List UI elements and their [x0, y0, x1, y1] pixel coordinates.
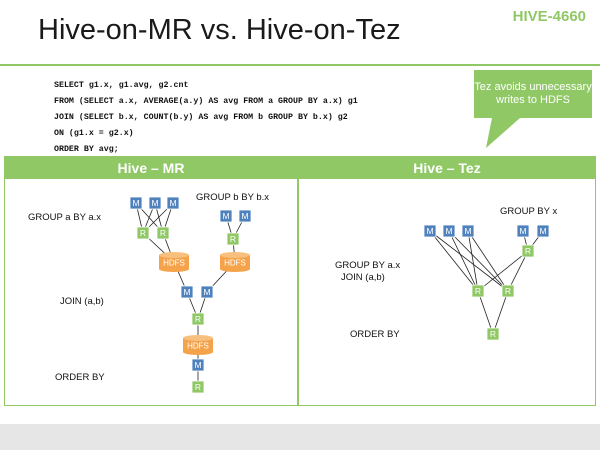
reduce-task: R — [471, 284, 485, 298]
map-task: M — [423, 224, 437, 238]
svg-text:R: R — [140, 228, 146, 238]
map-task: M — [516, 224, 530, 238]
svg-text:M: M — [519, 226, 526, 236]
sql-line: ORDER BY avg; — [54, 145, 119, 154]
map-task: M — [148, 196, 162, 210]
svg-text:M: M — [194, 360, 201, 370]
dag-edge — [492, 290, 509, 335]
svg-text:HDFS: HDFS — [224, 259, 246, 268]
hdfs-store: HDFS — [220, 252, 250, 272]
tez-label-group-a: GROUP BY a.x — [335, 260, 400, 271]
svg-text:M: M — [539, 226, 546, 236]
sql-line: ON (g1.x = g2.x) — [54, 129, 134, 138]
svg-text:M: M — [464, 226, 471, 236]
dag-edge — [507, 250, 529, 292]
dag-edge — [467, 230, 509, 292]
svg-text:R: R — [505, 286, 511, 296]
svg-text:M: M — [132, 198, 139, 208]
mr-label-group-a: GROUP a BY a.x — [28, 212, 101, 223]
dag-edge — [477, 290, 494, 335]
dag-edge — [467, 230, 479, 292]
hive-mr-heading: Hive – MR — [5, 157, 297, 179]
callout-pointer — [486, 118, 520, 148]
svg-text:M: M — [241, 211, 248, 221]
jira-tag: HIVE-4660 — [512, 8, 586, 25]
tez-label-join: JOIN (a,b) — [341, 272, 385, 283]
svg-text:R: R — [490, 329, 496, 339]
reduce-task: R — [501, 284, 515, 298]
tez-label-group-b: GROUP BY x — [500, 206, 557, 217]
hive-tez-panel: Hive – Tez — [298, 156, 596, 406]
map-task: M — [200, 285, 214, 299]
hdfs-store: HDFS — [183, 335, 213, 355]
svg-text:M: M — [426, 226, 433, 236]
hive-tez-heading: Hive – Tez — [299, 157, 595, 179]
svg-text:M: M — [445, 226, 452, 236]
dag-edge — [448, 230, 479, 292]
dag-edge — [448, 230, 509, 292]
svg-text:R: R — [475, 286, 481, 296]
svg-text:M: M — [222, 211, 229, 221]
mr-label-order: ORDER BY — [55, 372, 105, 383]
svg-text:R: R — [160, 228, 166, 238]
svg-text:M: M — [203, 287, 210, 297]
map-task: M — [238, 209, 252, 223]
map-task: M — [536, 224, 550, 238]
dag-edge — [429, 230, 509, 292]
sql-line: FROM (SELECT a.x, AVERAGE(a.y) AS avg FR… — [54, 97, 358, 106]
map-task: M — [191, 358, 205, 372]
svg-text:R: R — [230, 234, 236, 244]
svg-text:M: M — [169, 198, 176, 208]
footer-bar — [0, 424, 600, 450]
svg-text:M: M — [151, 198, 158, 208]
map-task: M — [461, 224, 475, 238]
mr-label-group-b: GROUP b BY b.x — [196, 192, 269, 203]
dag-edge — [429, 230, 479, 292]
reduce-task: R — [486, 327, 500, 341]
reduce-task: R — [191, 312, 205, 326]
map-task: M — [166, 196, 180, 210]
svg-text:R: R — [195, 382, 201, 392]
reduce-task: R — [136, 226, 150, 240]
sql-query: SELECT g1.x, g1.avg, g2.cnt FROM (SELECT… — [54, 78, 358, 158]
svg-text:M: M — [183, 287, 190, 297]
map-task: M — [129, 196, 143, 210]
map-task: M — [442, 224, 456, 238]
title-rule — [0, 64, 600, 66]
svg-text:HDFS: HDFS — [163, 259, 185, 268]
tez-callout: Tez avoids unnecessary writes to HDFS — [474, 70, 592, 118]
dag-edge — [477, 250, 529, 292]
hdfs-store: HDFS — [159, 252, 189, 272]
tez-label-order: ORDER BY — [350, 329, 400, 340]
reduce-task: R — [156, 226, 170, 240]
map-task: M — [219, 209, 233, 223]
reduce-task: R — [226, 232, 240, 246]
reduce-task: R — [521, 244, 535, 258]
mr-label-join: JOIN (a,b) — [60, 296, 104, 307]
svg-text:R: R — [525, 246, 531, 256]
map-task: M — [180, 285, 194, 299]
sql-line: SELECT g1.x, g1.avg, g2.cnt — [54, 81, 189, 90]
svg-text:R: R — [195, 314, 201, 324]
reduce-task: R — [191, 380, 205, 394]
sql-line: JOIN (SELECT b.x, COUNT(b.y) AS avg FROM… — [54, 113, 348, 122]
svg-text:HDFS: HDFS — [187, 342, 209, 351]
slide-title: Hive-on-MR vs. Hive-on-Tez — [38, 14, 401, 46]
